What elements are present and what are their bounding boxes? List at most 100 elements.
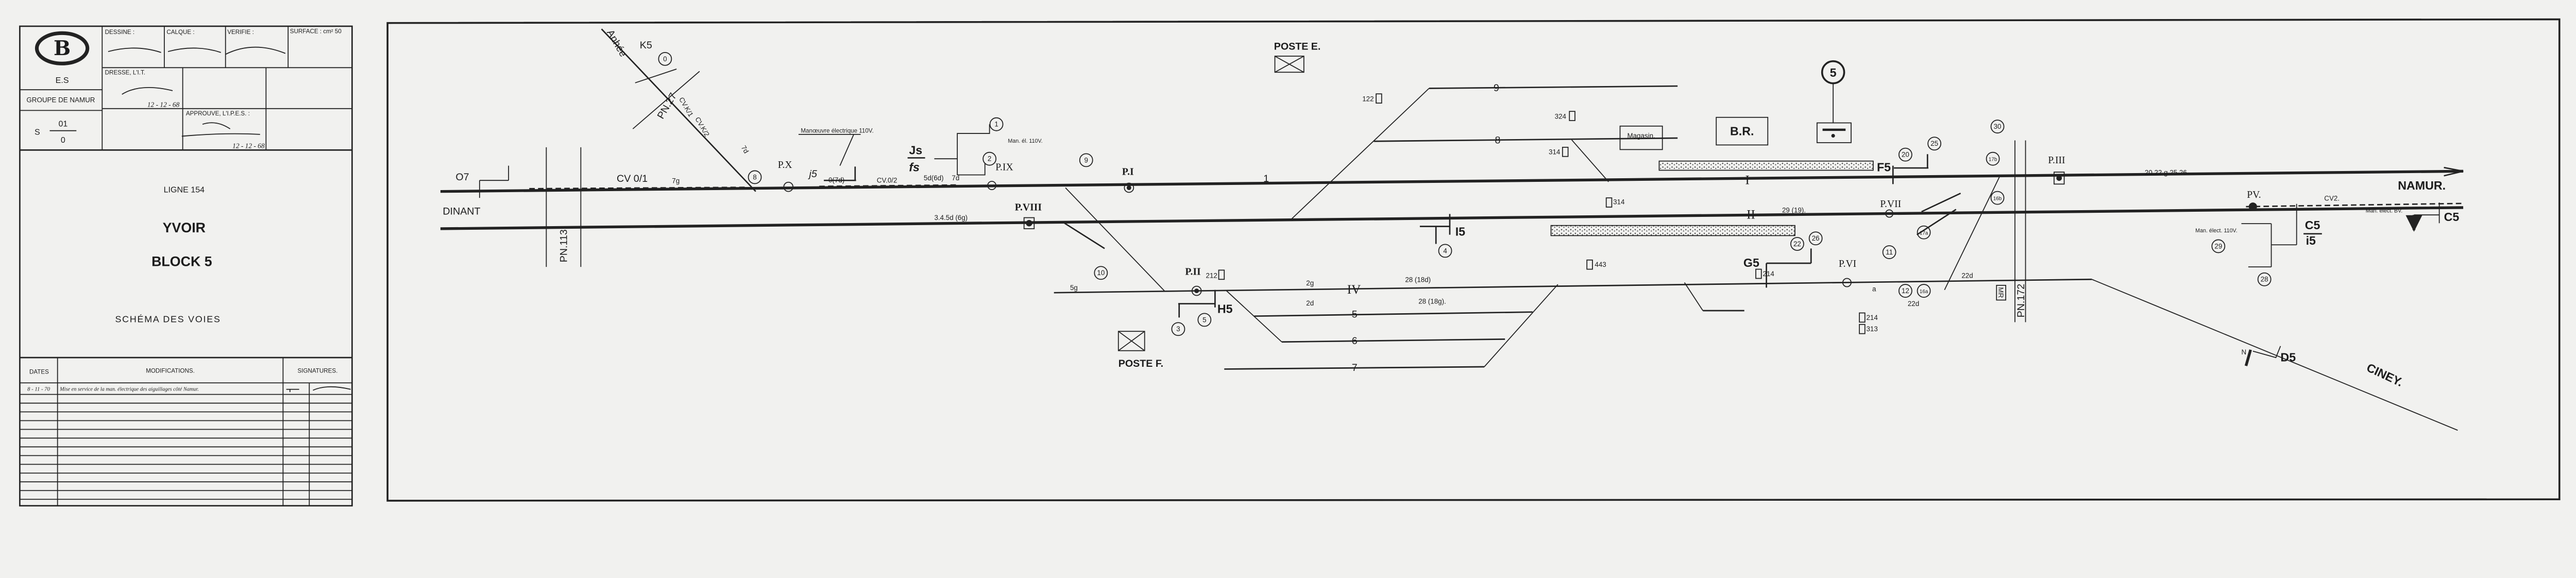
surface-label: SURFACE : cm² 50 xyxy=(290,28,342,35)
signal-cs-sub: i5 xyxy=(2306,234,2316,247)
track-9-label: 9 xyxy=(1494,82,1499,94)
lever-circle xyxy=(658,52,672,66)
lever-number: 17a xyxy=(1920,231,1928,236)
block-signal-box-icon xyxy=(1816,122,1852,143)
lock-313: 313 xyxy=(1866,325,1877,333)
mr-box xyxy=(1996,284,2007,301)
lever-circle xyxy=(1079,153,1093,167)
table-row: 8 - 11 - 70 Mise en service de la man. é… xyxy=(27,386,351,392)
track-5 xyxy=(1254,311,1533,317)
lever-29: 29 xyxy=(2211,239,2226,253)
lever-5: 5 xyxy=(1197,313,1212,327)
lever-20: 20 xyxy=(1898,147,1912,162)
track-6-label: 6 xyxy=(1352,335,1358,347)
lever-number: 29 xyxy=(2214,242,2222,250)
lock-214a: 214 xyxy=(1762,270,1774,278)
lever-number: 16b xyxy=(1993,196,2002,202)
col-modifications: MODIFICATIONS. xyxy=(146,368,195,375)
row-signatures xyxy=(286,386,351,393)
signature-marks xyxy=(108,46,286,55)
track-labels: I II IV 5 6 7 8 9 1 xyxy=(1263,82,1755,373)
signal-ds: D5 xyxy=(2280,350,2296,364)
lever-number: 26 xyxy=(1812,234,1820,242)
signal-o7: O7 xyxy=(455,172,469,183)
track-5-label: 5 xyxy=(1352,309,1358,320)
lever-circle xyxy=(1917,225,1931,240)
route-5g: 5g xyxy=(1070,284,1078,292)
lever-circle xyxy=(1898,147,1912,162)
br-box xyxy=(1716,116,1769,146)
track-IV xyxy=(1054,278,2092,294)
signal-js: Js xyxy=(909,143,922,157)
lever-circle xyxy=(1917,284,1931,298)
track-II xyxy=(440,206,2464,230)
sheet-prefix: S xyxy=(35,128,40,137)
route-28-18g: 28 (18g). xyxy=(1418,298,1446,305)
pedal-pi: P.I xyxy=(1122,166,1134,177)
platform-track-I xyxy=(1658,160,1874,171)
lever-number: 17b xyxy=(1989,157,1997,163)
lock-a: a xyxy=(1872,285,1876,293)
route-2g: 2g xyxy=(1306,279,1314,287)
sncb-logo: B xyxy=(35,31,90,65)
lever-30: 30 xyxy=(1990,120,2005,134)
modifications-table: DATES MODIFICATIONS. SIGNATURES. 8 - 11 … xyxy=(20,356,352,506)
route-29-19: 29 (19). xyxy=(1782,207,1806,214)
station-name: YVOIR xyxy=(163,220,206,235)
poste-e-box-icon xyxy=(1274,56,1304,73)
lever-number: 22 xyxy=(1793,240,1801,248)
lock-214b: 214 xyxy=(1866,314,1878,321)
lever-number: 2 xyxy=(988,155,991,163)
lever-number: 4 xyxy=(1443,247,1447,254)
mr-label: MR xyxy=(1997,287,2005,298)
sheet-number: 01 xyxy=(58,120,67,129)
track-ciney xyxy=(2091,279,2458,431)
lever-circle xyxy=(1927,137,1942,151)
lever-circle xyxy=(989,117,1004,131)
lever-3: 3 xyxy=(1171,322,1185,336)
route-22d-a: 22d xyxy=(1961,272,1973,280)
pedal-pii: P.II xyxy=(1185,266,1200,277)
signal-n: N xyxy=(2242,348,2247,356)
pedal-px: P.X xyxy=(778,159,792,171)
lever-circle xyxy=(1986,151,2000,166)
group-name: GROUPE DE NAMUR xyxy=(26,96,95,104)
note-man-el-110v: Man. él. 110V. xyxy=(1008,138,1042,144)
drawing-frame xyxy=(386,18,2561,502)
lever-17b: 17b xyxy=(1986,151,2000,166)
lever-28: 28 xyxy=(2257,272,2272,286)
locks: 122 324 314 314 212 443 214 214 313 a xyxy=(1206,93,1878,334)
lever-circle xyxy=(1898,284,1912,298)
lever-circle xyxy=(1990,191,2005,205)
logo-letter: B xyxy=(54,37,71,60)
lever-circle xyxy=(1882,245,1896,259)
lever-1: 1 xyxy=(989,117,1004,131)
company-short: E.S xyxy=(56,76,69,85)
dest-namur: NAMUR. xyxy=(2398,179,2446,192)
lever-number: 5 xyxy=(1202,316,1206,324)
dest-dinant: DINANT xyxy=(443,206,480,217)
pn113-label: PN.113 xyxy=(558,229,570,262)
route-cv2: CV2. xyxy=(2324,194,2340,202)
route-cv01: CV 0/1 xyxy=(617,173,648,184)
pedals: P.X P.IX P.VIII P.I P.II P.III P.VII P.V… xyxy=(778,155,2261,296)
track-anhee xyxy=(601,28,756,192)
lever-circle xyxy=(1094,266,1108,280)
lock-212: 212 xyxy=(1206,272,1217,280)
track-7-label: 7 xyxy=(1352,362,1358,373)
track-9 xyxy=(1429,85,1678,89)
lever-10: 10 xyxy=(1094,266,1108,280)
lock-314a: 314 xyxy=(1549,148,1561,156)
approuve-date: 12 - 12 - 68 xyxy=(232,142,265,150)
route-o7d: 0(7d) xyxy=(828,176,844,184)
note-manoeuvre-110v: Manœuvre électrique 110V. xyxy=(801,127,873,134)
pedal-pvii: P.VII xyxy=(1880,198,1901,210)
lever-number: 16a xyxy=(1920,289,1928,295)
lever-8: 8 xyxy=(748,170,762,184)
crossover xyxy=(1065,187,1165,292)
poste-f-label: POSTE F. xyxy=(1118,358,1163,369)
poste-f-box-icon xyxy=(1117,331,1145,351)
magasin-box xyxy=(1619,125,1663,150)
lever-12: 12 xyxy=(1898,284,1912,298)
